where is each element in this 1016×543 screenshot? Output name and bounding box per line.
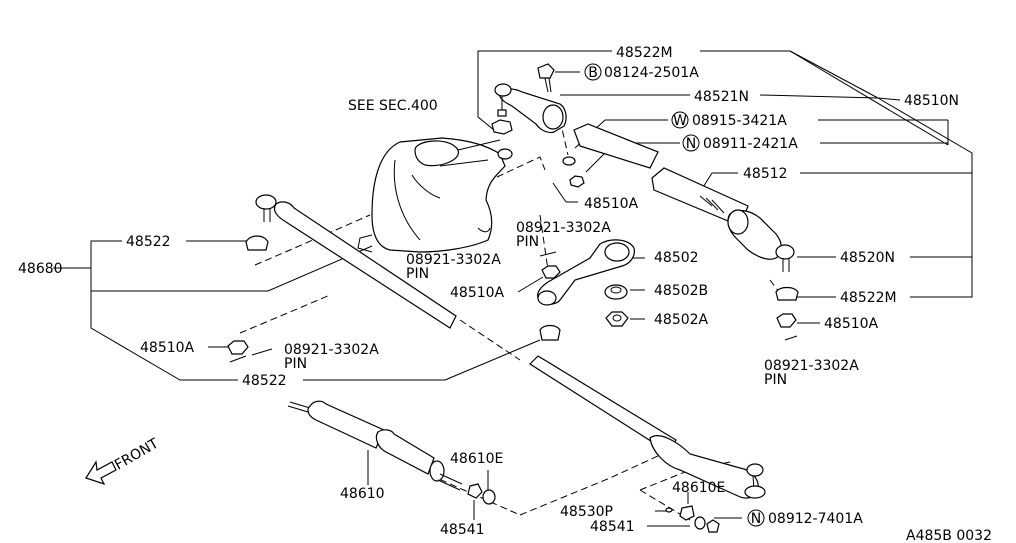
label-08124-2501A: 08124-2501A [604,65,699,81]
label-08921-3302A-left: 08921-3302A [284,342,379,358]
label-footer-code: A485B 0032 [906,528,992,543]
label-08915-3421A: 08915-3421A [692,113,787,129]
mark-n-text-lower: N [751,511,761,527]
steering-gear-box [357,137,513,253]
mark-n-text-upper: N [686,136,696,152]
label-pin-mid: PIN [406,266,429,282]
label-48512: 48512 [743,166,788,182]
label-pin-right: PIN [764,372,787,388]
label-48520N: 48520N [840,250,895,266]
label-48522M-bottom: 48522M [840,290,897,306]
front-arrow [85,460,117,486]
label-08912-7401A: 08912-7401A [768,511,863,527]
label-08921-3302A-right: 08921-3302A [764,358,859,374]
center-link [227,194,766,499]
label-08921-3302A-mid: 08921-3302A [406,252,501,268]
label-48530P: 48530P [560,504,613,520]
label-see-sec: SEE SEC.400 [348,98,438,114]
mark-w-text: W [673,113,687,129]
label-48510N: 48510N [904,93,959,109]
label-48502B: 48502B [654,283,708,299]
label-pin-upper: PIN [516,234,539,250]
mark-b-text: B [588,65,598,81]
label-pin-left: PIN [284,356,307,372]
label-48510A-upper: 48510A [584,196,639,212]
label-48541-lower: 48541 [590,519,635,535]
tie-rod-assembly-upper [491,63,799,341]
label-front: FRONT [112,435,162,473]
leader-lines [53,50,973,527]
steering-damper [287,400,720,533]
label-48522-left: 48522 [126,234,171,250]
label-48522M-top: 48522M [616,45,673,61]
mark-n-circle-lower [747,509,765,527]
label-08921-3302A-upper: 08921-3302A [516,220,611,236]
circled-marks: B W N N [584,63,765,527]
label-48502: 48502 [654,250,699,266]
label-48610E-upper: 48610E [450,451,503,467]
mark-n-circle-upper [682,134,700,152]
label-48510A-left: 48510A [140,340,195,356]
label-48510A-mid: 48510A [450,285,505,301]
pitman-arm [537,239,635,341]
part-labels: 48522M 08124-2501A 48521N 48510N SEE SEC… [18,45,992,543]
label-08911-2421A: 08911-2421A [703,136,798,152]
label-48510A-right: 48510A [824,316,879,332]
label-48610: 48610 [340,486,385,502]
label-48522-lower: 48522 [242,373,287,389]
mark-w-circle [671,111,689,129]
label-48502A: 48502A [654,312,709,328]
label-48541-left: 48541 [440,522,485,538]
label-48680: 48680 [18,261,63,277]
mark-b-circle [584,63,602,81]
label-48521N: 48521N [694,89,749,105]
label-48610E-lower: 48610E [672,480,725,496]
